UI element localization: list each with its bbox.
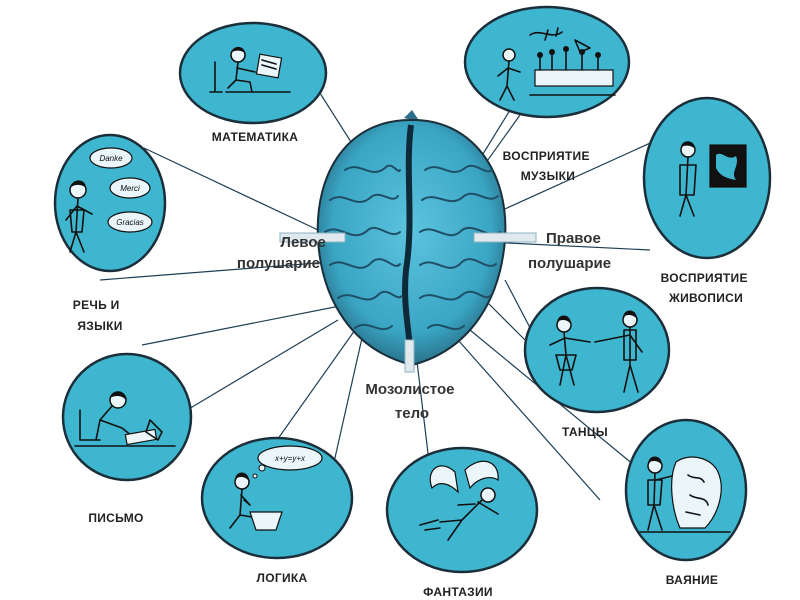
- logic-formula: x+y=y+x: [274, 454, 306, 463]
- brain-illustration: [279, 110, 537, 373]
- painting-label-line-1: ВОСПРИЯТИЕ: [661, 271, 748, 285]
- logic-bubble: [200, 436, 354, 560]
- hemisphere-pointers: [279, 232, 537, 373]
- math-bubble: [178, 21, 328, 125]
- left-hemisphere-line-2: полушарие: [237, 255, 320, 272]
- speech-balloons: Danke Merci Gracias: [89, 147, 153, 233]
- sculptor-icon: [639, 456, 731, 533]
- painting-bubble: [642, 96, 772, 260]
- sculpture-label-line-1: ВАЯНИЕ: [666, 573, 718, 587]
- person-viewing-painting-icon: [679, 141, 747, 217]
- connector-writing: [141, 304, 346, 346]
- corpus-callosum-label: Мозолистое тело: [365, 381, 458, 422]
- ability-logic: x+y=y+x ЛОГИКА: [200, 436, 354, 585]
- speech-balloon-gracias: Gracias: [116, 218, 144, 227]
- speech-label: РЕЧЬ И ЯЗЫКИ: [73, 298, 123, 333]
- left-hemisphere-label: Левое полушарие: [237, 234, 330, 272]
- writing-bubble: [61, 352, 193, 482]
- right-hemisphere-line-1: Правое: [546, 230, 601, 247]
- fantasy-label: ФАНТАЗИИ: [423, 585, 493, 599]
- speech-label-line-1: РЕЧЬ И: [73, 298, 120, 312]
- thinking-person-icon: x+y=y+x: [229, 445, 323, 531]
- music-label: ВОСПРИЯТИЕ МУЗЫКИ: [503, 149, 594, 183]
- ability-fantasy: ФАНТАЗИИ: [385, 446, 539, 599]
- logic-label-line-1: ЛОГИКА: [257, 571, 308, 585]
- writing-label: ПИСЬМО: [88, 511, 143, 525]
- painting-label-line-2: ЖИВОПИСИ: [668, 291, 743, 305]
- ability-dance: ТАНЦЫ: [523, 286, 671, 439]
- dance-label-line-1: ТАНЦЫ: [562, 425, 608, 439]
- speaking-person-icon: [65, 180, 93, 253]
- orchestra-icon: [497, 27, 616, 101]
- corpus-line-2: тело: [395, 405, 429, 422]
- fantasy-bubble: [385, 446, 539, 574]
- logic-label: ЛОГИКА: [257, 571, 308, 585]
- connector-speech-bottom: [99, 261, 331, 281]
- person-at-computer-icon: [209, 46, 291, 93]
- connector-painting-bottom: [487, 241, 651, 251]
- math-label-line-1: МАТЕМАТИКА: [212, 130, 298, 144]
- music-bubble: [463, 5, 631, 119]
- writing-person-icon: [74, 391, 176, 447]
- speech-balloon-danke: Danke: [99, 154, 123, 163]
- music-label-line-1: ВОСПРИЯТИЕ: [503, 149, 590, 163]
- ability-painting: ВОСПРИЯТИЕ ЖИВОПИСИ: [642, 96, 772, 305]
- connector-logic: [269, 329, 356, 451]
- connector-logic-2: [329, 337, 363, 481]
- speech-label-line-2: ЯЗЫКИ: [77, 319, 122, 333]
- math-label: МАТЕМАТИКА: [212, 130, 298, 144]
- connector-speech-top: [143, 147, 336, 239]
- dancing-couple-icon: [549, 310, 643, 393]
- writing-label-line-1: ПИСЬМО: [88, 511, 143, 525]
- ability-music: ВОСПРИЯТИЕ МУЗЫКИ: [463, 5, 631, 183]
- music-label-line-2: МУЗЫКИ: [521, 169, 575, 183]
- dance-label: ТАНЦЫ: [562, 425, 608, 439]
- sculpture-label: ВАЯНИЕ: [666, 573, 718, 587]
- ability-math: МАТЕМАТИКА: [178, 21, 328, 144]
- left-hemisphere-line-1: Левое: [280, 234, 325, 251]
- right-hemisphere-label: Правое полушарие: [528, 230, 611, 272]
- fantasy-label-line-1: ФАНТАЗИИ: [423, 585, 493, 599]
- ability-sculpture: ВАЯНИЕ: [624, 418, 748, 587]
- speech-bubble: [53, 133, 167, 273]
- flying-fairy-icon: [419, 460, 499, 541]
- speech-balloon-merci: Merci: [120, 184, 140, 193]
- corpus-line-1: Мозолистое: [365, 381, 454, 398]
- connector-sculpture-2: [457, 339, 601, 501]
- right-hemisphere-line-2: полушарие: [528, 255, 611, 272]
- ability-writing: ПИСЬМО: [61, 352, 193, 525]
- ability-speech: Danke Merci Gracias РЕЧЬ И ЯЗЫКИ: [53, 133, 167, 333]
- painting-label: ВОСПРИЯТИЕ ЖИВОПИСИ: [661, 271, 752, 305]
- connector-fantasy: [414, 344, 431, 471]
- dance-bubble: [523, 286, 671, 414]
